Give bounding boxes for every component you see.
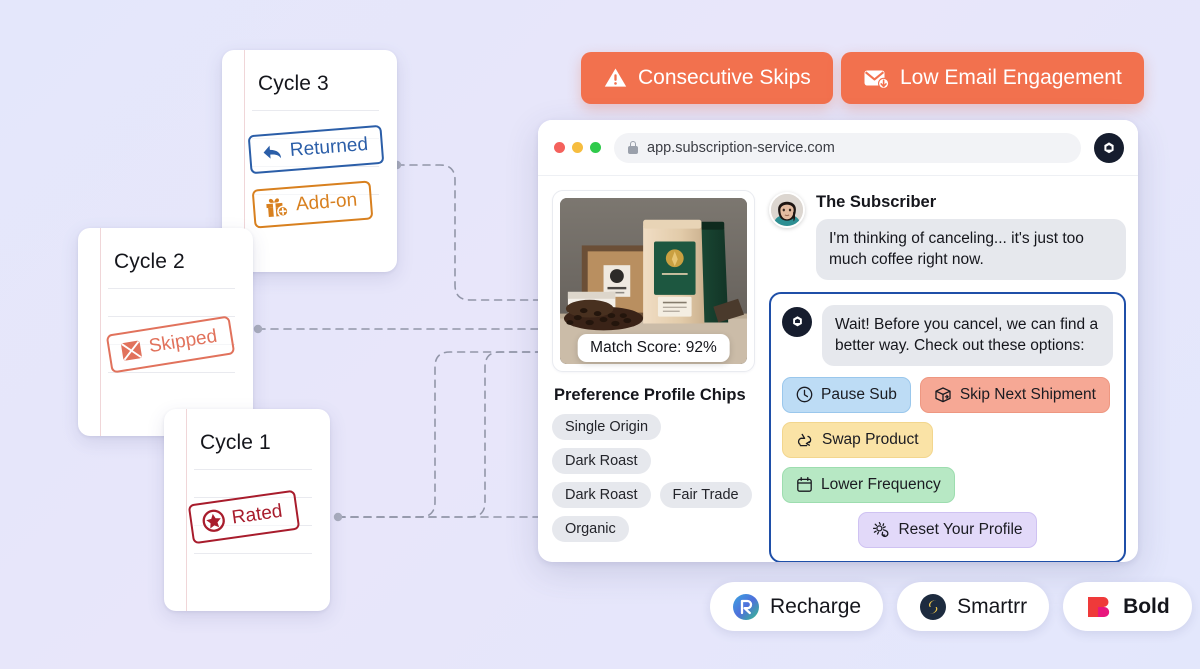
notebook-margin-line	[100, 228, 101, 436]
cycle-3-title: Cycle 3	[258, 72, 329, 95]
stamp-skipped-label: Skipped	[147, 325, 219, 358]
traffic-lights	[554, 142, 601, 153]
smartrr-logo	[920, 593, 947, 620]
package-skip-icon	[935, 387, 951, 403]
email-download-icon	[864, 70, 890, 89]
partner-bold[interactable]: Bold	[1063, 582, 1192, 631]
offer-actions: Pause Sub Skip Next Shipment	[782, 376, 1113, 503]
partner-recharge-label: Recharge	[770, 594, 862, 618]
calendar-icon	[797, 477, 812, 492]
alert-low-email-engagement[interactable]: Low Email Engagement	[841, 52, 1144, 104]
bot-message: Wait! Before you cancel, we can find a b…	[822, 304, 1113, 366]
gear-refresh-icon	[873, 521, 889, 537]
browser-toolbar: app.subscription-service.com	[538, 120, 1138, 176]
recycle-icon	[797, 433, 812, 447]
skip-next-shipment-label: Skip Next Shipment	[959, 385, 1096, 403]
maximize-window-dot[interactable]	[590, 142, 601, 153]
partner-recharge[interactable]: Recharge	[710, 582, 884, 631]
match-score-badge: Match Score: 92%	[577, 334, 730, 362]
cycle-card-2[interactable]: Cycle 2 Skipped	[78, 228, 253, 436]
partner-smartrr-label: Smartrr	[957, 594, 1028, 618]
lower-frequency-button[interactable]: Lower Frequency	[782, 466, 955, 503]
browser-content: Match Score: 92% Preference Profile Chip…	[538, 176, 1138, 562]
hexagon-brand-icon[interactable]	[1094, 132, 1124, 163]
subscriber-message: I'm thinking of canceling... it's just t…	[816, 219, 1126, 280]
chip-dark-roast-2[interactable]: Dark Roast	[552, 482, 651, 508]
bold-logo	[1088, 596, 1110, 617]
address-bar[interactable]: app.subscription-service.com	[614, 132, 1081, 163]
stamp-skipped: Skipped	[105, 315, 235, 374]
lower-frequency-label: Lower Frequency	[821, 475, 941, 493]
lock-icon	[628, 141, 638, 154]
close-window-dot[interactable]	[554, 142, 565, 153]
conversation-column: The Subscriber I'm thinking of canceling…	[769, 190, 1126, 562]
stamp-returned-label: Returned	[289, 133, 369, 162]
stamp-addon-label: Add-on	[295, 189, 358, 216]
bot-message-row: Wait! Before you cancel, we can find a b…	[782, 304, 1113, 366]
subscriber-name: The Subscriber	[816, 193, 937, 211]
notebook-margin-line	[186, 409, 187, 611]
pause-sub-label: Pause Sub	[821, 385, 897, 403]
stamp-rated: Rated	[187, 489, 300, 545]
minimize-window-dot[interactable]	[572, 142, 583, 153]
notebook-margin-line	[244, 50, 245, 272]
swap-product-label: Swap Product	[822, 430, 919, 448]
stamp-returned: Returned	[247, 124, 385, 175]
product-column: Match Score: 92% Preference Profile Chip…	[552, 190, 755, 562]
stamp-rated-label: Rated	[230, 500, 284, 529]
gift-plus-icon	[266, 198, 289, 218]
subscriber-avatar	[769, 192, 805, 228]
hexagon-brand-icon	[789, 313, 805, 330]
clock-icon	[796, 386, 813, 403]
chip-single-origin[interactable]: Single Origin	[552, 414, 662, 440]
bot-avatar	[782, 306, 812, 337]
pause-sub-button[interactable]: Pause Sub	[782, 376, 911, 413]
reset-your-profile-label: Reset Your Profile	[898, 520, 1023, 538]
skip-next-shipment-button[interactable]: Skip Next Shipment	[919, 376, 1110, 413]
avatar-photo	[771, 194, 803, 226]
chip-dark-roast-1[interactable]: Dark Roast	[552, 448, 651, 474]
chip-fair-trade[interactable]: Fair Trade	[659, 482, 752, 508]
browser-window: app.subscription-service.com	[538, 120, 1138, 562]
cycle-card-1[interactable]: Cycle 1 Rated	[164, 409, 330, 611]
retention-offer-panel: Wait! Before you cancel, we can find a b…	[769, 291, 1126, 562]
x-box-icon	[121, 340, 142, 361]
chip-organic[interactable]: Organic	[552, 516, 629, 542]
product-card[interactable]: Match Score: 92%	[552, 190, 755, 372]
stamp-addon: Add-on	[251, 180, 374, 229]
star-circle-icon	[202, 509, 225, 532]
preference-chips-title: Preference Profile Chips	[554, 386, 746, 404]
alert-consecutive-skips-label: Consecutive Skips	[638, 66, 811, 89]
cycle-2-title: Cycle 2	[114, 250, 185, 273]
recharge-logo	[733, 593, 759, 620]
reset-your-profile-button[interactable]: Reset Your Profile	[858, 511, 1037, 548]
cycle-1-title: Cycle 1	[200, 431, 271, 454]
warning-triangle-icon	[604, 68, 627, 87]
partner-smartrr[interactable]: Smartrr	[897, 582, 1050, 631]
reset-profile-row: Reset Your Profile	[782, 511, 1113, 548]
alert-low-email-label: Low Email Engagement	[900, 66, 1122, 89]
hexagon-glyph	[1100, 139, 1118, 156]
partner-bold-label: Bold	[1123, 594, 1170, 618]
preference-chips: Single Origin Dark Roast Dark Roast Fair…	[552, 414, 755, 542]
alert-consecutive-skips[interactable]: Consecutive Skips	[581, 52, 833, 104]
return-arrow-icon	[263, 145, 282, 159]
partner-logos: Recharge Smartrr Bold	[710, 582, 1192, 631]
address-bar-url: app.subscription-service.com	[647, 139, 835, 156]
swap-product-button[interactable]: Swap Product	[782, 421, 933, 458]
subscriber-message-row: The Subscriber I'm thinking of canceling…	[769, 192, 1126, 280]
